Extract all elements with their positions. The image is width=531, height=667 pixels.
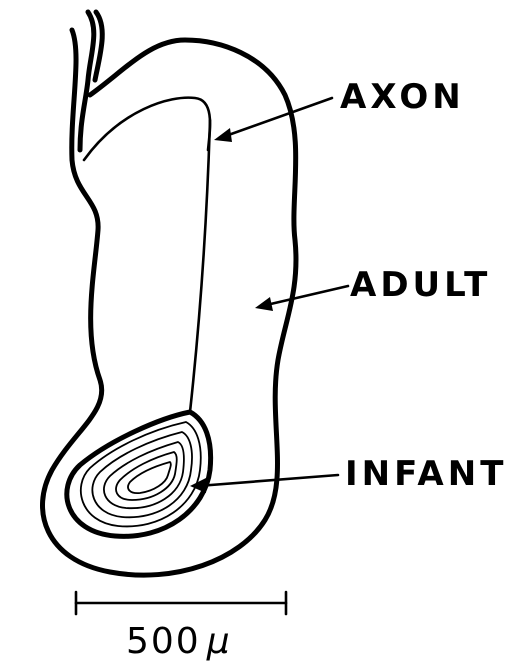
fiber-top-2	[95, 12, 102, 80]
scale-bar-value: 500	[126, 621, 201, 662]
infant-lamellae	[81, 422, 201, 526]
scale-bar	[76, 592, 286, 614]
adult-arrow	[255, 286, 348, 311]
fiber-top-1	[80, 12, 94, 150]
label-axon: AXON	[340, 77, 465, 117]
adult-inner-lining	[84, 98, 210, 160]
infant-arrow	[190, 475, 338, 493]
scale-bar-unit: μ	[206, 621, 232, 662]
label-infant: INFANT	[345, 454, 507, 494]
axon-arrow	[214, 98, 332, 142]
label-adult: ADULT	[350, 265, 491, 305]
axon-line	[190, 120, 210, 412]
